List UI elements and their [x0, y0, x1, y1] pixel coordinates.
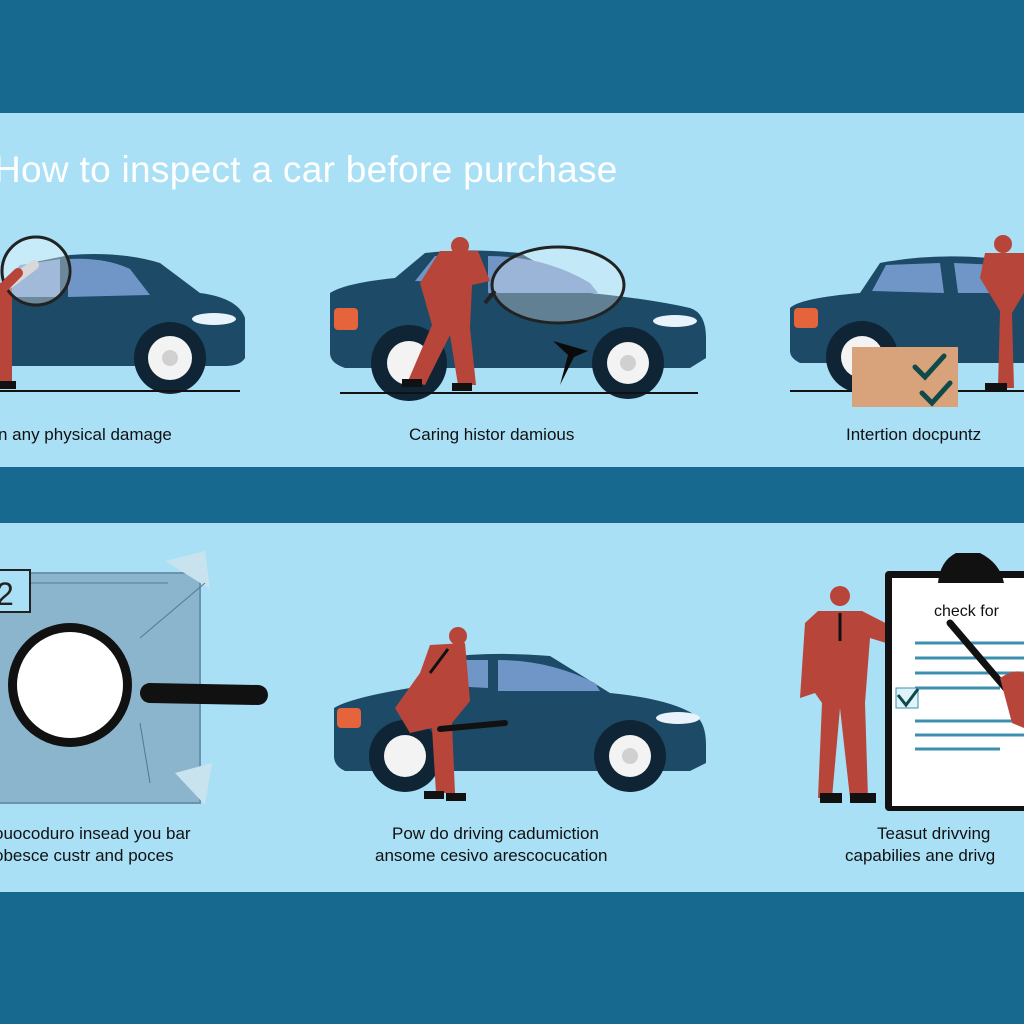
- inspector-2: [402, 237, 490, 391]
- magnifier-icon: [8, 623, 268, 747]
- checkmark-icon: [919, 380, 953, 407]
- inspector-5: [395, 627, 508, 801]
- step-caption-6-line-2: capabilies ane drivg: [845, 846, 996, 865]
- inspector-1: [0, 283, 16, 389]
- step-caption-4-line-2: obesce custr and poces: [0, 846, 174, 865]
- clipboard-icon: check for: [885, 553, 1024, 811]
- step-caption-1: n any physical damage: [0, 425, 172, 444]
- checkmark-icon: [912, 353, 947, 381]
- car-1: [0, 254, 245, 394]
- document-box: [852, 347, 958, 407]
- step-caption-4: ouocoduro insead you bar obesce custr an…: [0, 823, 191, 867]
- step-caption-3: Intertion docpuntz: [846, 425, 982, 444]
- step-caption-6: Teasut drivving capabilies ane drivg: [845, 823, 995, 867]
- top-panel-row: How to inspect a car before purchase: [0, 113, 1024, 467]
- checkmark-icon: [896, 688, 920, 708]
- page-title: How to inspect a car before purchase: [0, 149, 618, 190]
- step-caption-4-line-1: ouocoduro insead you bar: [0, 824, 191, 843]
- step-number-badge: 2: [0, 569, 31, 613]
- step-caption-5-line-1: Pow do driving cadumiction: [392, 824, 599, 843]
- bottom-panel-row: 2: [0, 523, 1024, 892]
- step-caption-6-line-1: Teasut drivving: [877, 824, 991, 843]
- car-5: [334, 653, 706, 792]
- step-caption-5: Pow do driving cadumiction ansome cesivo…: [375, 823, 607, 867]
- inspector-3: [980, 235, 1024, 391]
- inspector-6: [800, 586, 915, 803]
- clipboard-title: check for: [934, 603, 1000, 620]
- pen-icon: [946, 619, 1024, 728]
- step-caption-5-line-2: ansome cesivo arescocucation: [375, 846, 608, 865]
- magnifier-icon: [0, 235, 72, 307]
- step-caption-2: Caring histor damious: [409, 425, 575, 444]
- step-number: 2: [0, 576, 14, 612]
- magnifier-icon: [483, 245, 626, 325]
- bottom-row-illustration: 2: [0, 551, 1024, 811]
- top-row-illustration: [0, 235, 1024, 407]
